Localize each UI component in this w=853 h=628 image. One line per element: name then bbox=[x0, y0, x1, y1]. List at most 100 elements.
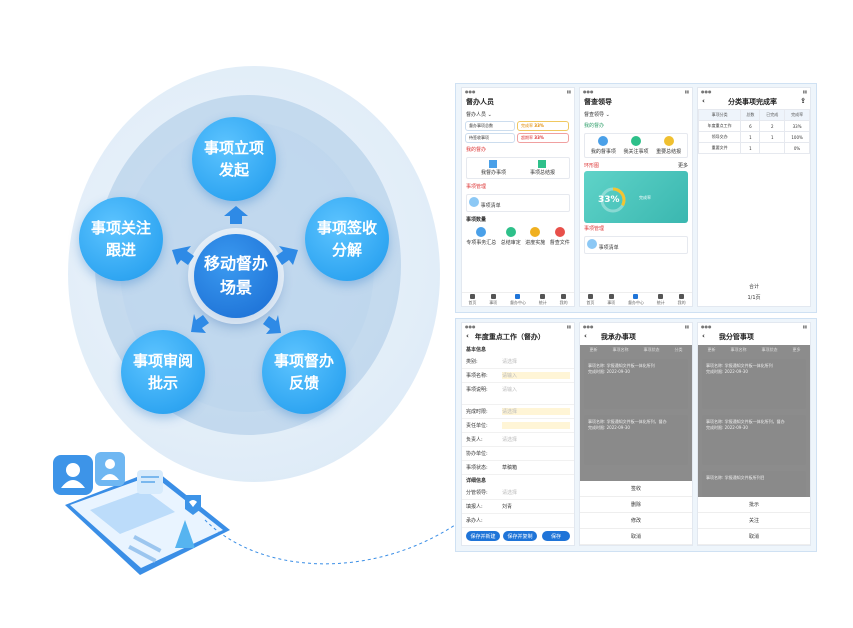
stat-item[interactable]: 总结审定 bbox=[501, 227, 521, 246]
tab-mine[interactable]: 我的 bbox=[560, 293, 568, 306]
manage-item[interactable]: 事项清单 bbox=[584, 236, 688, 254]
table-row[interactable]: 年度重点工作 6 2 33% bbox=[698, 120, 810, 132]
save-new-button[interactable]: 保存并新建 bbox=[466, 531, 500, 541]
stat-item[interactable]: 进度实施 bbox=[525, 227, 545, 246]
table-header: 已完成 bbox=[759, 109, 786, 121]
filter-tab[interactable]: 事项状态 bbox=[761, 347, 778, 352]
tab-items[interactable]: 事项 bbox=[489, 293, 497, 306]
form-field[interactable]: 类别:请选择 bbox=[462, 355, 574, 369]
share-icon[interactable]: ⇪ bbox=[800, 97, 806, 105]
node-follow: 事项关注跟进 bbox=[79, 197, 163, 281]
list-item[interactable]: 事项名称: 学报通知文件板一体化所列 完成时限: 2022-09-30 bbox=[702, 359, 806, 409]
section-title: 事项管理 bbox=[466, 184, 487, 190]
filter-tab[interactable]: 事项名称 bbox=[612, 347, 629, 352]
form-field[interactable]: 责任单位: bbox=[462, 419, 574, 433]
form-field[interactable]: 负责人:请选择 bbox=[462, 433, 574, 447]
instruct-action[interactable]: 批示 bbox=[698, 497, 810, 513]
card-label: 完成时限: bbox=[588, 425, 606, 430]
form-field[interactable]: 完成时限:请选择 bbox=[462, 405, 574, 419]
back-icon[interactable]: ‹ bbox=[584, 332, 587, 340]
save-copy-button[interactable]: 保存并复制 bbox=[503, 531, 537, 541]
follow-action[interactable]: 关注 bbox=[698, 513, 810, 529]
node-follow-label: 事项关注跟进 bbox=[91, 219, 152, 259]
cancel-action[interactable]: 取消 bbox=[580, 529, 692, 545]
back-icon[interactable]: ‹ bbox=[702, 332, 705, 340]
ring-caption: 完成率 bbox=[639, 195, 651, 200]
stat-tag[interactable]: 督办事项总数 bbox=[465, 121, 515, 131]
filter-tab[interactable]: 更新 bbox=[707, 347, 716, 352]
tab-home[interactable]: 首页 bbox=[586, 293, 594, 306]
filter-tab[interactable]: 事项状态 bbox=[643, 347, 660, 352]
tab-home[interactable]: 首页 bbox=[468, 293, 477, 306]
tab-stats[interactable]: 统计 bbox=[657, 293, 665, 306]
table-row[interactable]: 重要文件 1 0% bbox=[698, 142, 810, 154]
more-link[interactable]: 更多 bbox=[677, 163, 688, 169]
field-value: 刘青 bbox=[502, 504, 513, 510]
list-item[interactable]: 事项名称: 学报通知文件板所列目 bbox=[702, 471, 806, 497]
tab-center[interactable]: 督办中心 bbox=[627, 293, 644, 306]
sign-action[interactable]: 签收 bbox=[580, 481, 692, 497]
ring-chart-card[interactable]: 33% 完成率 bbox=[584, 171, 688, 223]
field-value: 草稿箱 bbox=[502, 465, 518, 471]
card-label: 事项名称: bbox=[706, 475, 724, 480]
form-field[interactable]: 承办人: bbox=[462, 514, 574, 528]
stat-item[interactable]: 专项事务汇总 bbox=[466, 227, 496, 246]
manage-item[interactable]: 事项清单 bbox=[466, 194, 570, 212]
report-icon bbox=[663, 136, 674, 146]
tab-label: 首页 bbox=[468, 299, 477, 305]
stat-tag[interactable]: 完成率 33% bbox=[517, 121, 569, 131]
chart-icon bbox=[658, 293, 664, 299]
mine-item[interactable]: 重要总结报 bbox=[656, 136, 681, 155]
status-bar: ●●●▮▮ bbox=[583, 89, 689, 94]
form-field[interactable]: 分管领导:请选择 bbox=[462, 486, 574, 500]
form-field[interactable]: 填报人:刘青 bbox=[462, 500, 574, 514]
table-row[interactable]: 领导交办 1 1 100% bbox=[698, 131, 810, 143]
delete-action[interactable]: 删除 bbox=[580, 497, 692, 513]
node-initiate-label: 事项立项发起 bbox=[204, 139, 265, 179]
progress-icon bbox=[530, 227, 541, 237]
cancel-action[interactable]: 取消 bbox=[698, 529, 810, 545]
table-cell: 年度重点工作 bbox=[698, 120, 742, 132]
tab-items[interactable]: 事项 bbox=[607, 293, 616, 306]
tab-label: 督办中心 bbox=[627, 299, 644, 305]
role-filter[interactable]: 督查领导 ⌄ bbox=[580, 109, 692, 120]
mine-item[interactable]: 事项总结报 bbox=[530, 160, 555, 176]
list-item[interactable]: 事项名称: 学报通知文件板一体化所列 完成时限: 2022-09-30 bbox=[584, 359, 688, 409]
form-field[interactable]: 协办单位: bbox=[462, 447, 574, 461]
edit-action[interactable]: 修改 bbox=[580, 513, 692, 529]
manage-item-label: 事项清单 bbox=[598, 245, 619, 251]
mine-item[interactable]: 我督办事项 bbox=[481, 160, 506, 176]
list-item[interactable]: 事项名称: 学报通知文件板一体化所列，督办 完成时限: 2022-09-30 bbox=[702, 415, 806, 465]
screen-my-managed: ●●●▮▮ ‹ 我分管事项 更新 事项名称 事项状态 更多 事项名称: 学报通知… bbox=[697, 322, 811, 546]
tab-center[interactable]: 督办中心 bbox=[510, 293, 526, 306]
pager[interactable]: 1/1页 bbox=[747, 295, 761, 301]
tab-mine[interactable]: 我的 bbox=[678, 293, 686, 306]
filter-tab[interactable]: 分类 bbox=[674, 347, 683, 352]
field-label: 负责人: bbox=[466, 437, 483, 443]
form-field[interactable]: 事项状态:草稿箱 bbox=[462, 461, 574, 475]
section-title: 环形图 bbox=[584, 163, 600, 169]
save-button[interactable]: 保存 bbox=[542, 531, 570, 541]
form-field[interactable]: 事项说明:请输入 bbox=[462, 383, 574, 405]
phone-illustration bbox=[45, 450, 245, 600]
list-item[interactable]: 事项名称: 学报通知文件板一体化所列，督办 完成时限: 2022-09-30 bbox=[584, 415, 688, 465]
filter-tab[interactable]: 更多 bbox=[792, 347, 801, 352]
person-icon bbox=[598, 136, 609, 146]
filter-tab[interactable]: 事项名称 bbox=[730, 347, 747, 352]
table-cell: 1 bbox=[759, 131, 786, 143]
form-field[interactable]: 事项名称:请输入 bbox=[462, 369, 574, 383]
arrow-right-top-icon bbox=[276, 246, 298, 265]
stat-tag[interactable]: 超期率 33% bbox=[517, 133, 569, 143]
mine-item[interactable]: 我的督事项 bbox=[591, 136, 616, 155]
tab-label: 事项 bbox=[607, 299, 616, 305]
tab-stats[interactable]: 统计 bbox=[539, 293, 547, 306]
completion-table: 事项分类 总数 已完成 完成率 年度重点工作 6 2 33% 领导交办 1 1 … bbox=[698, 109, 810, 154]
back-icon[interactable]: ‹ bbox=[466, 332, 469, 340]
filter-tab[interactable]: 更新 bbox=[589, 347, 598, 352]
stat-tag[interactable]: 待签收事项 bbox=[465, 133, 515, 143]
stat-item[interactable]: 督查文件 bbox=[550, 227, 570, 246]
back-icon[interactable]: ‹ bbox=[702, 97, 705, 105]
screen-title: 分类事项完成率 bbox=[728, 98, 777, 106]
mine-item[interactable]: 我关注事项 bbox=[623, 136, 648, 155]
role-filter[interactable]: 督办人员 ⌄ bbox=[462, 109, 574, 120]
